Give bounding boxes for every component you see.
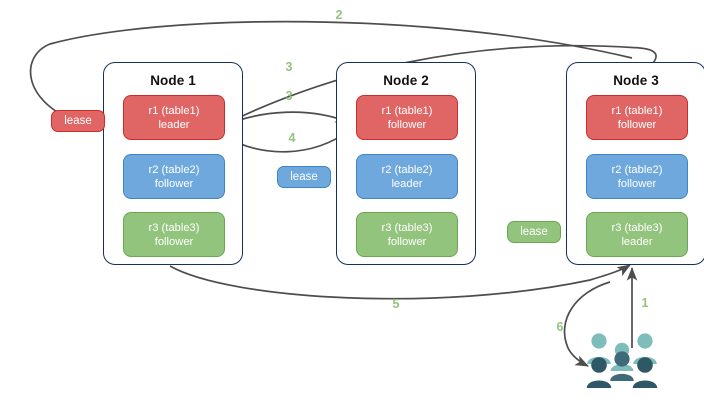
replica-name: r1 (table1) bbox=[381, 104, 433, 117]
step-label-1: 1 bbox=[641, 296, 649, 310]
lease-badge-blue[interactable]: lease bbox=[277, 166, 331, 188]
replica-role: follower bbox=[617, 177, 657, 190]
replica-name: r2 (table2) bbox=[611, 163, 663, 176]
replica-name: r2 (table2) bbox=[381, 163, 433, 176]
step-label-3-lower: 3 bbox=[285, 89, 293, 103]
replica-r1-node3[interactable]: r1 (table1) follower bbox=[586, 95, 688, 140]
step-label-2: 2 bbox=[335, 8, 343, 22]
arrow-step-5 bbox=[169, 264, 631, 300]
node-title: Node 1 bbox=[150, 73, 196, 88]
replica-role: follower bbox=[617, 118, 657, 131]
step-label-3-upper: 3 bbox=[285, 60, 293, 74]
lease-badge-red[interactable]: lease bbox=[51, 110, 105, 132]
node-container-node3[interactable]: Node 3 r1 (table1) follower r2 (table2) … bbox=[566, 62, 704, 265]
replica-role: leader bbox=[158, 118, 190, 131]
replica-r1-node2[interactable]: r1 (table1) follower bbox=[356, 95, 458, 140]
replica-r2-node1[interactable]: r2 (table2) follower bbox=[123, 154, 225, 199]
replica-role: follower bbox=[154, 177, 194, 190]
node-title: Node 3 bbox=[613, 73, 659, 88]
replica-r2-node3[interactable]: r2 (table2) follower bbox=[586, 154, 688, 199]
replica-r3-node1[interactable]: r3 (table3) follower bbox=[123, 212, 225, 257]
lease-badge-green[interactable]: lease bbox=[507, 221, 561, 243]
replica-role: leader bbox=[391, 177, 423, 190]
replica-name: r3 (table3) bbox=[148, 221, 200, 234]
replica-name: r1 (table1) bbox=[148, 104, 200, 117]
replica-name: r2 (table2) bbox=[148, 163, 200, 176]
step-label-4: 4 bbox=[288, 131, 296, 145]
step-label-5: 5 bbox=[392, 297, 400, 311]
node-container-node1[interactable]: Node 1 r1 (table1) leader r2 (table2) fo… bbox=[103, 62, 243, 265]
node-container-node2[interactable]: Node 2 r1 (table1) follower r2 (table2) … bbox=[336, 62, 476, 265]
replica-role: follower bbox=[154, 235, 194, 248]
arrow-step-2 bbox=[29, 20, 633, 122]
step-label-6: 6 bbox=[556, 320, 564, 334]
replica-role: follower bbox=[387, 118, 427, 131]
node-title: Node 2 bbox=[383, 73, 429, 88]
replica-role: leader bbox=[621, 235, 653, 248]
replica-r3-node3[interactable]: r3 (table3) leader bbox=[586, 212, 688, 257]
replica-name: r3 (table3) bbox=[381, 221, 433, 234]
people-group-icon bbox=[586, 333, 658, 388]
replica-r3-node2[interactable]: r3 (table3) follower bbox=[356, 212, 458, 257]
replica-r2-node2[interactable]: r2 (table2) leader bbox=[356, 154, 458, 199]
replica-role: follower bbox=[387, 235, 427, 248]
replica-name: r3 (table3) bbox=[611, 221, 663, 234]
replica-name: r1 (table1) bbox=[611, 104, 663, 117]
replica-r1-node1[interactable]: r1 (table1) leader bbox=[123, 95, 225, 140]
arrow-step-6 bbox=[563, 281, 611, 367]
